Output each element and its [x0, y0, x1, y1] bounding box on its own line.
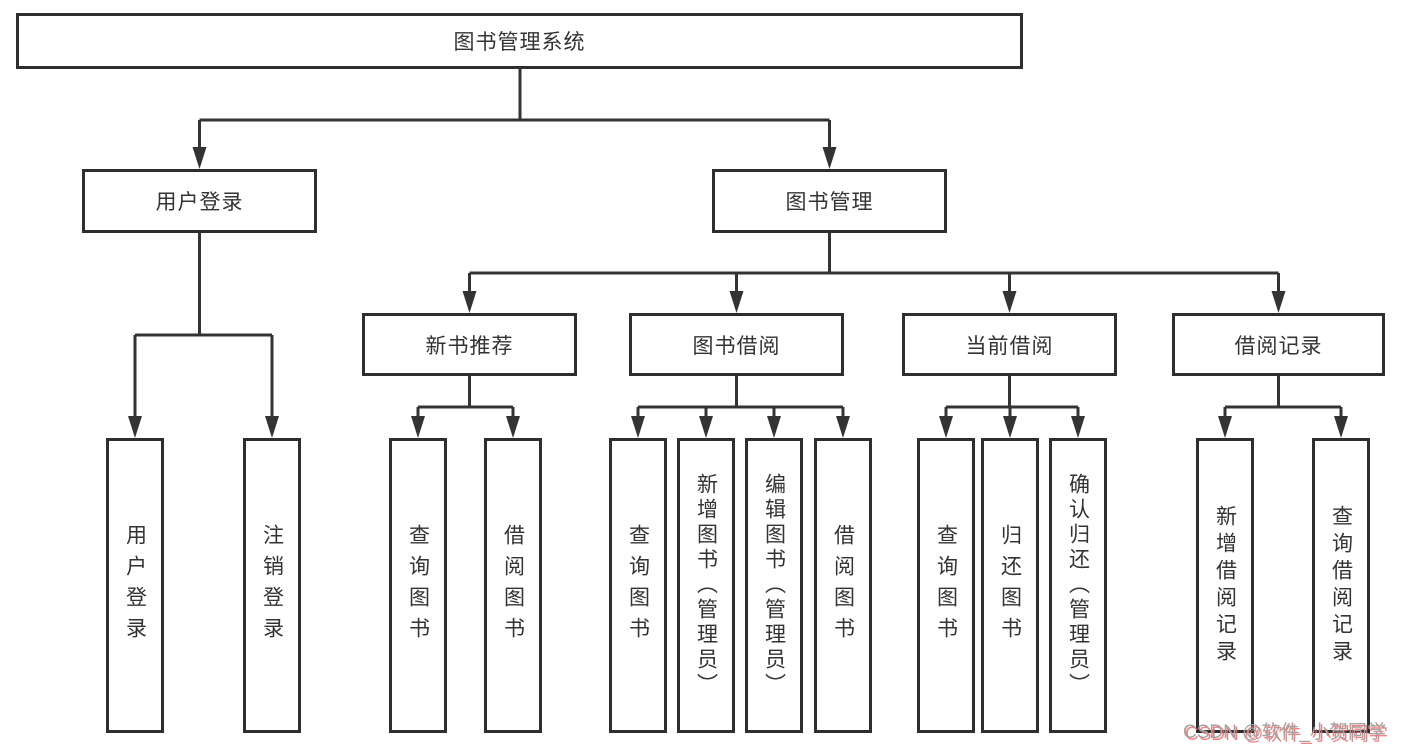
arrow-to-leaf-bb-add — [699, 416, 713, 438]
leaf-query-books-current: 查询图书 — [917, 438, 975, 733]
arrow-to-borrowing-records — [1271, 291, 1286, 313]
leaf-add-borrow-record: 新增借阅记录 — [1196, 438, 1254, 733]
connector-records-to-leaves — [1223, 376, 1343, 418]
node-new-book-recommend: 新书推荐 — [362, 313, 577, 376]
connector-root-to-level1 — [198, 69, 831, 150]
arrow-to-leaf-logout — [265, 416, 279, 438]
node-borrowing-records: 借阅记录 — [1172, 313, 1385, 376]
leaf-borrow-books-recommend: 借阅图书 — [484, 438, 542, 733]
arrow-to-current-borrowing — [1002, 291, 1017, 313]
node-user-login: 用户登录 — [82, 169, 317, 233]
arrow-to-leaf-bb-query — [631, 416, 645, 438]
connector-bookmgmt-to-level2 — [468, 233, 1280, 293]
arrow-to-book-management — [822, 147, 837, 169]
connector-newbook-to-leaves — [416, 376, 515, 418]
node-book-borrowing: 图书借阅 — [629, 313, 844, 376]
arrow-to-user-login — [192, 147, 207, 169]
arrow-to-leaf-cb-return — [1003, 416, 1017, 438]
leaf-confirm-return-admin: 确认归还（管理员） — [1049, 438, 1107, 733]
arrow-to-leaf-cb-confirm — [1071, 416, 1085, 438]
leaf-return-books: 归还图书 — [981, 438, 1039, 733]
node-book-management: 图书管理 — [712, 169, 947, 233]
leaf-logout: 注销登录 — [243, 438, 301, 733]
arrow-to-leaf-cb-query — [939, 416, 953, 438]
arrow-to-leaf-bb-edit — [767, 416, 781, 438]
arrow-to-new-book-recommend — [462, 291, 477, 313]
leaf-user-login: 用户登录 — [106, 438, 164, 733]
watermark: CSDN @软件_小贺同学 — [1183, 722, 1386, 743]
arrowheads — [128, 147, 1348, 438]
leaf-query-books-recommend: 查询图书 — [389, 438, 447, 733]
leaf-add-books-admin: 新增图书（管理员） — [677, 438, 735, 733]
arrow-to-leaf-nb-borrow — [506, 416, 520, 438]
connector-currentborrow-to-leaves — [944, 376, 1080, 418]
connector-bookborrow-to-leaves — [636, 376, 845, 418]
arrow-to-book-borrowing — [729, 291, 744, 313]
arrow-to-leaf-bb-borrow — [836, 416, 850, 438]
leaf-query-books-borrowing: 查询图书 — [609, 438, 667, 733]
node-current-borrowing: 当前借阅 — [902, 313, 1117, 376]
arrow-to-leaf-br-query — [1334, 416, 1348, 438]
leaf-query-borrow-record: 查询借阅记录 — [1312, 438, 1370, 733]
arrow-to-leaf-user-login — [128, 416, 142, 438]
arrow-to-leaf-br-add — [1218, 416, 1232, 438]
leaf-borrow-books-borrowing: 借阅图书 — [814, 438, 872, 733]
arrow-to-leaf-nb-query — [411, 416, 425, 438]
leaf-edit-books-admin: 编辑图书（管理员） — [745, 438, 803, 733]
node-root: 图书管理系统 — [16, 13, 1023, 69]
connector-userlogin-to-leaves — [133, 233, 274, 418]
